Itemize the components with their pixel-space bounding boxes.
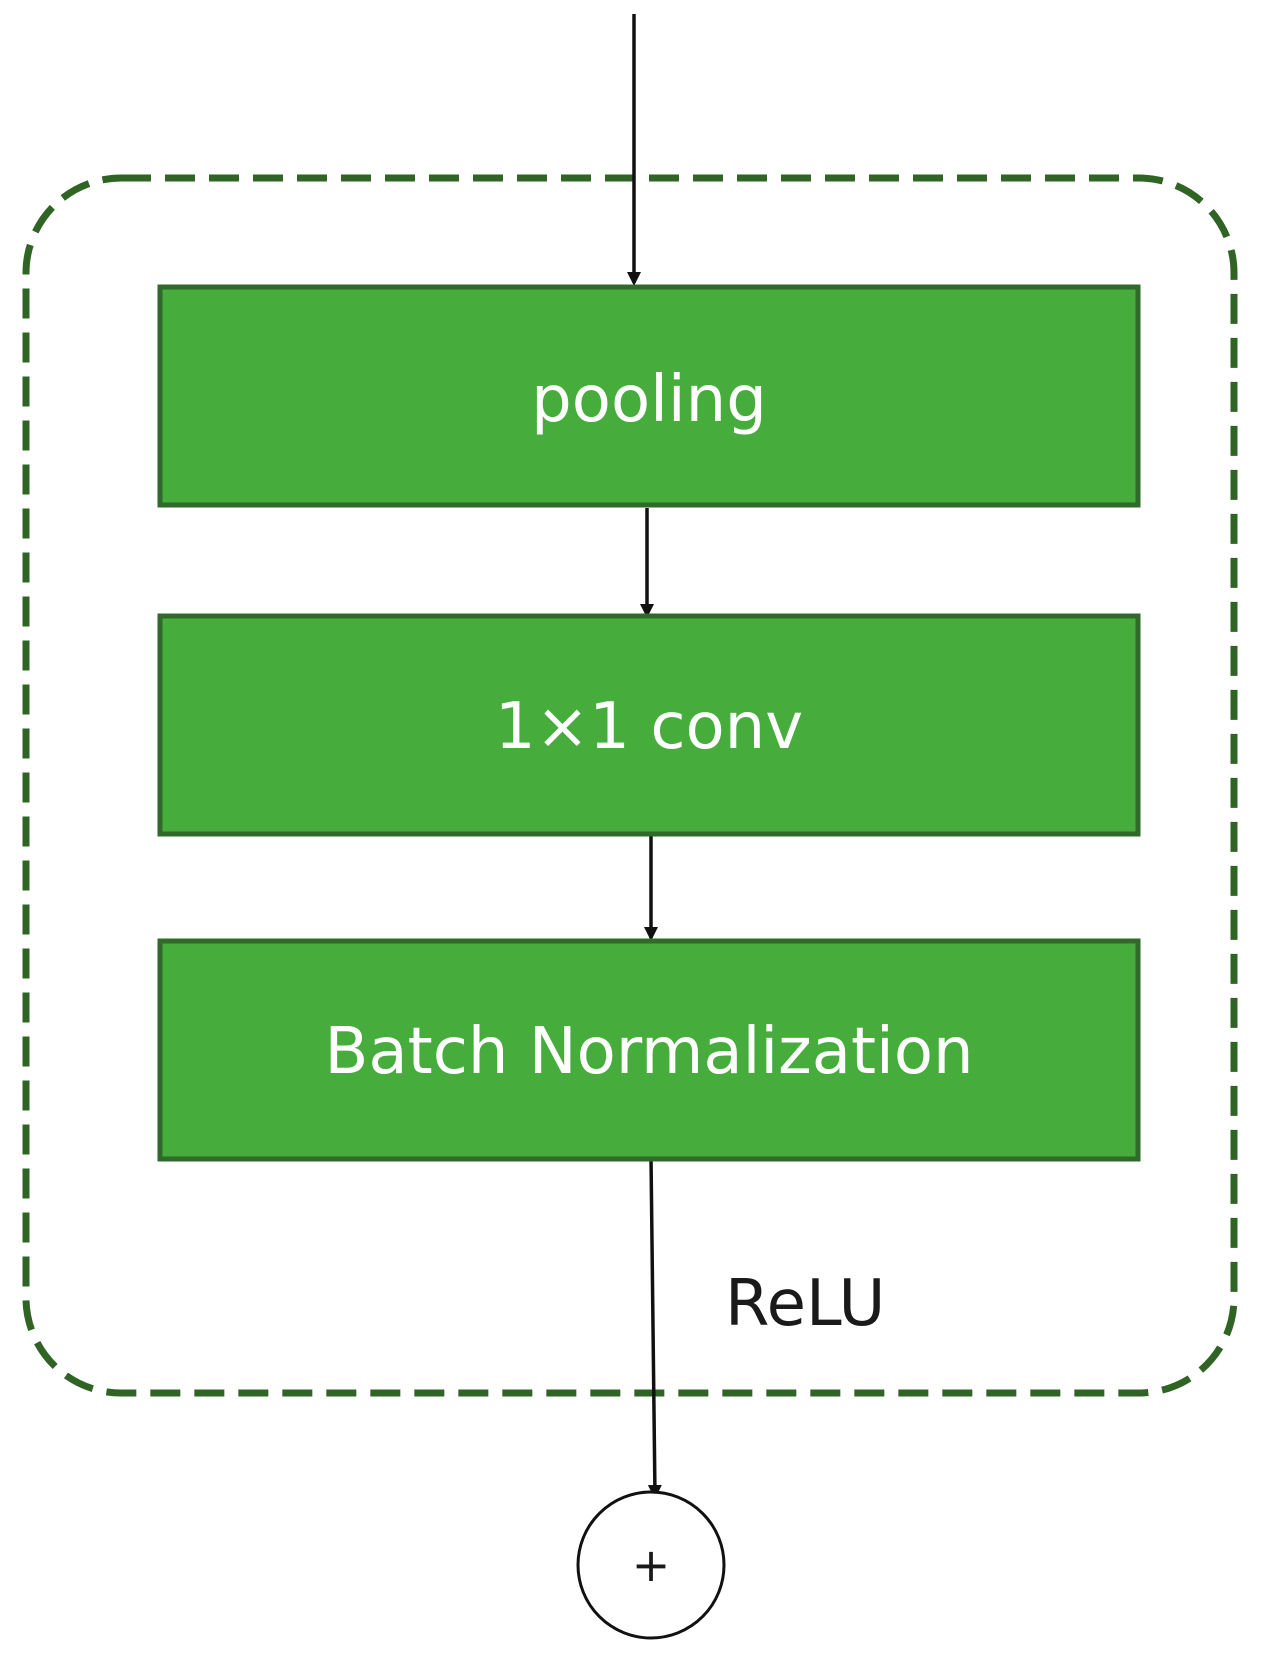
- conv1x1-block-box: [157, 613, 1141, 837]
- batchnorm-block-label: Batch Normalization: [324, 1015, 973, 1089]
- sum-node-circle: [576, 1490, 726, 1640]
- batchnorm-block-box: [157, 938, 1141, 1162]
- bn-to-sum-arrow: [647, 1156, 662, 1499]
- relu-label: ReLU: [725, 1267, 885, 1341]
- conv1x1-block: 1×1 conv: [157, 613, 1141, 837]
- plus-icon: +: [632, 1538, 671, 1592]
- sum-node: +: [576, 1490, 726, 1640]
- pooling-block: pooling: [157, 284, 1141, 508]
- pooling-block-box: [157, 284, 1141, 508]
- batchnorm-block: Batch Normalization: [157, 938, 1141, 1162]
- conv1x1-block-label: 1×1 conv: [495, 690, 803, 764]
- pooling-block-label: pooling: [531, 363, 767, 437]
- block-group-boundary: [22, 174, 1238, 1397]
